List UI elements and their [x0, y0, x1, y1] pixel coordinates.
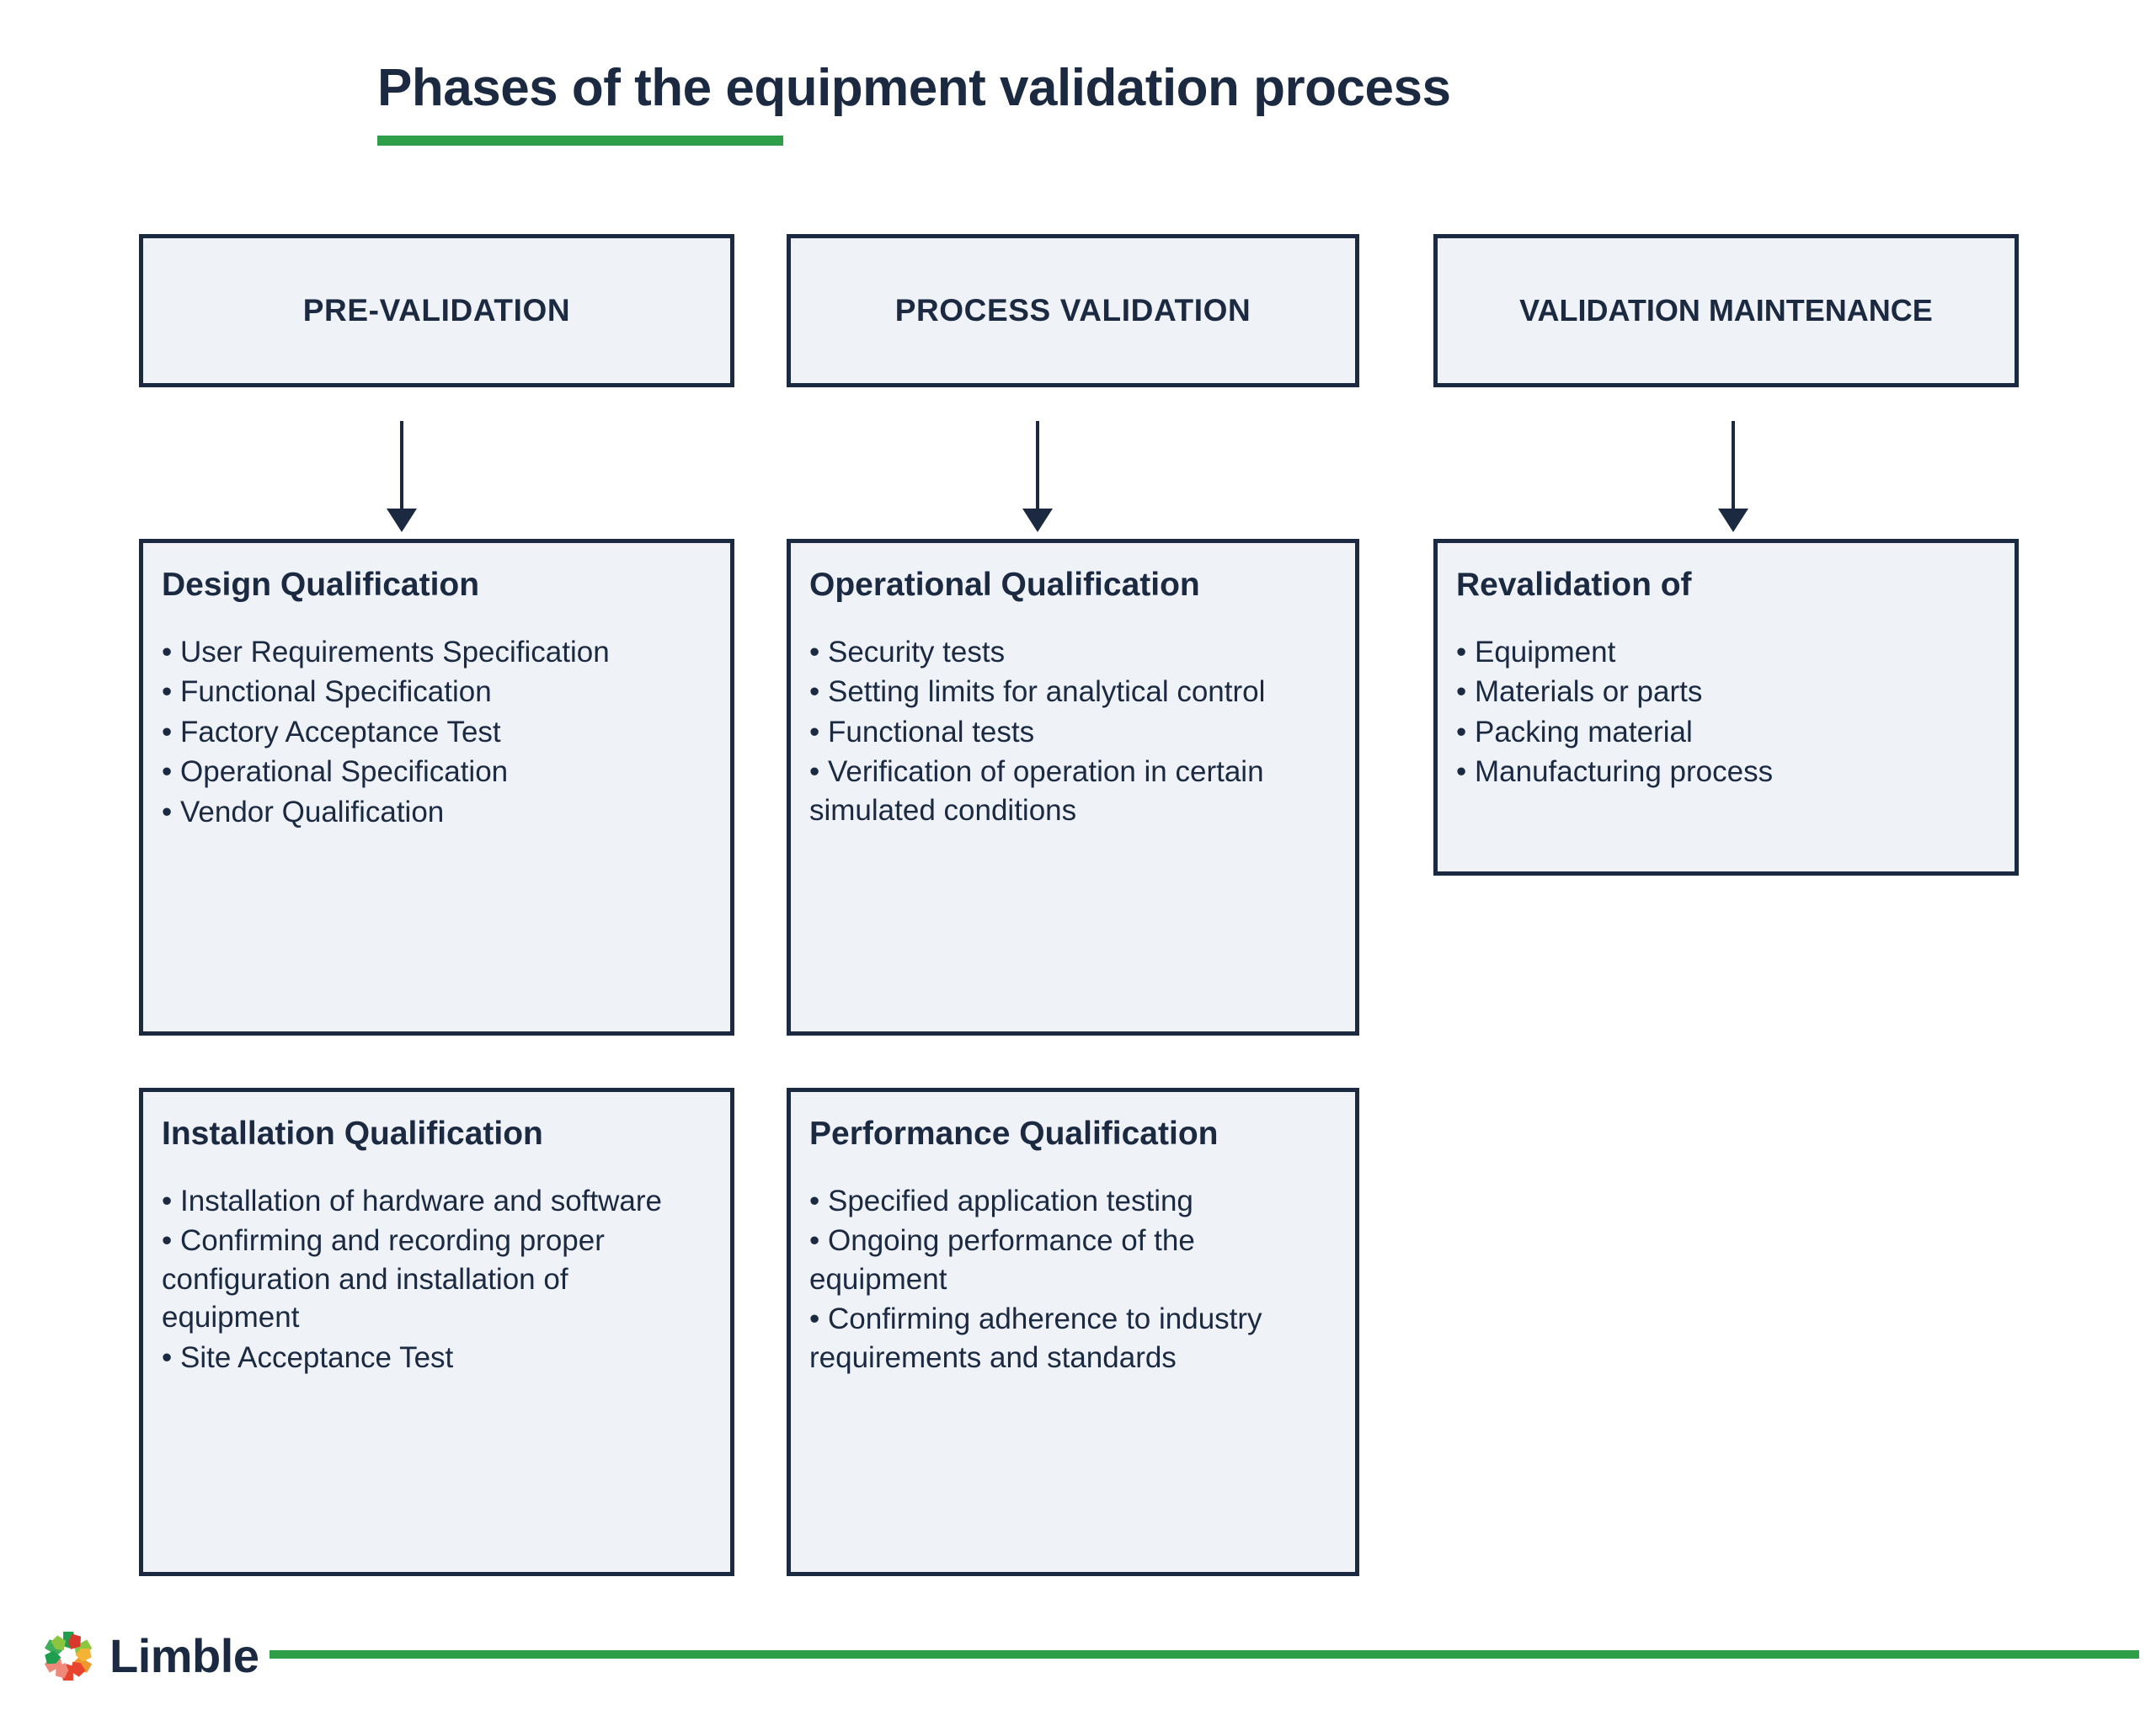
bullet-icon: • — [1456, 715, 1467, 748]
bullet-icon: • — [162, 715, 173, 748]
limble-gear-icon — [44, 1631, 93, 1681]
header-card-validation-maintenance[interactable]: VALIDATION MAINTENANCE — [1433, 234, 2026, 395]
bullet-icon: • — [162, 1184, 173, 1217]
list-item-text: Functional Specification — [180, 675, 492, 709]
bullet-icon: • — [162, 795, 173, 828]
content-card-design-qualification[interactable]: Design Qualification • User Requirements… — [139, 539, 742, 1043]
bullet-list-design-qualification: • User Requirements Specification • Func… — [162, 633, 712, 832]
arrow-connector-pre-validation — [387, 421, 417, 532]
bullet-icon: • — [809, 1224, 820, 1258]
list-item-text: Security tests — [828, 635, 1006, 669]
list-item: • User Requirements Specification — [162, 633, 712, 672]
list-item: • Installation of hardware and software — [162, 1182, 712, 1221]
bullet-icon: • — [1456, 755, 1467, 789]
content-card-revalidation[interactable]: Revalidation of • Equipment • Materials … — [1433, 539, 2026, 883]
card-title: Design Qualification — [162, 567, 480, 603]
list-item: • Confirming and recording proper config… — [162, 1222, 712, 1337]
bullet-icon: • — [1456, 635, 1467, 669]
list-item: • Setting limits for analytical control — [809, 673, 1337, 711]
list-item-text: Specified application testing — [828, 1184, 1193, 1217]
list-item: • Functional tests — [809, 713, 1337, 752]
list-item-text: Verification of operation in certain sim… — [809, 755, 1264, 827]
list-item: • Verification of operation in certain s… — [809, 753, 1337, 829]
footer: Limble — [0, 1617, 2156, 1726]
list-item-text: Confirming and recording proper configur… — [162, 1224, 605, 1334]
arrow-connector-process-validation — [1022, 421, 1053, 532]
list-item: • Security tests — [809, 633, 1337, 672]
list-item-text: Packing material — [1475, 715, 1693, 748]
list-item-text: Operational Specification — [180, 755, 509, 789]
list-item: • Operational Specification — [162, 753, 712, 791]
card-title: Operational Qualification — [809, 567, 1200, 603]
card-title: Revalidation of — [1456, 567, 1692, 603]
list-item: • Vendor Qualification — [162, 793, 712, 832]
bullet-icon: • — [809, 1302, 820, 1336]
header-card-process-validation[interactable]: PROCESS VALIDATION — [787, 234, 1367, 395]
list-item-text: Site Acceptance Test — [180, 1340, 454, 1374]
header-label: PRE-VALIDATION — [302, 293, 571, 328]
page-title: Phases of the equipment validation proce… — [377, 59, 1451, 117]
bullet-icon: • — [162, 755, 173, 789]
header-label: VALIDATION MAINTENANCE — [1519, 293, 1933, 328]
list-item: • Manufacturing process — [1456, 753, 1996, 791]
brand-name: Limble — [109, 1629, 259, 1682]
footer-rule — [270, 1650, 2139, 1659]
arrow-connector-validation-maintenance — [1718, 421, 1748, 532]
list-item-text: Installation of hardware and software — [180, 1184, 662, 1217]
content-card-installation-qualification[interactable]: Installation Qualification • Installatio… — [139, 1088, 742, 1584]
list-item-text: Equipment — [1475, 635, 1616, 669]
bullet-icon: • — [1456, 675, 1467, 709]
content-card-performance-qualification[interactable]: Performance Qualification • Specified ap… — [787, 1088, 1367, 1584]
bullet-icon: • — [162, 1224, 173, 1258]
header-card-pre-validation[interactable]: PRE-VALIDATION — [139, 234, 742, 395]
bullet-icon: • — [162, 1340, 173, 1374]
bullet-icon: • — [809, 1184, 820, 1217]
list-item: • Packing material — [1456, 713, 1996, 752]
bullet-list-performance-qualification: • Specified application testing • Ongoin… — [809, 1182, 1337, 1377]
list-item-text: Manufacturing process — [1475, 755, 1774, 789]
bullet-icon: • — [809, 635, 820, 669]
bullet-list-operational-qualification: • Security tests • Setting limits for an… — [809, 633, 1337, 830]
bullet-icon: • — [162, 635, 173, 669]
list-item-text: Setting limits for analytical control — [828, 675, 1266, 709]
list-item: • Equipment — [1456, 633, 1996, 672]
brand-logo[interactable]: Limble — [40, 1628, 259, 1684]
content-card-operational-qualification[interactable]: Operational Qualification • Security tes… — [787, 539, 1367, 1043]
list-item: • Functional Specification — [162, 673, 712, 711]
bullet-list-revalidation: • Equipment • Materials or parts • Packi… — [1456, 633, 1996, 791]
list-item-text: Confirming adherence to industry require… — [809, 1302, 1262, 1374]
list-item: • Confirming adherence to industry requi… — [809, 1300, 1337, 1377]
title-block: Phases of the equipment validation proce… — [377, 61, 1809, 146]
list-item-text: Functional tests — [828, 715, 1035, 748]
bullet-icon: • — [809, 715, 820, 748]
header-label: PROCESS VALIDATION — [894, 293, 1251, 328]
bullet-icon: • — [809, 675, 820, 709]
title-underline-rule — [377, 136, 783, 146]
list-item: • Ongoing performance of the equipment — [809, 1222, 1337, 1298]
bullet-icon: • — [809, 755, 820, 789]
card-title: Installation Qualification — [162, 1116, 543, 1152]
list-item: • Specified application testing — [809, 1182, 1337, 1221]
list-item-text: Factory Acceptance Test — [180, 715, 501, 748]
card-title: Performance Qualification — [809, 1116, 1219, 1152]
list-item-text: Vendor Qualification — [180, 795, 445, 828]
list-item: • Materials or parts — [1456, 673, 1996, 711]
list-item-text: User Requirements Specification — [180, 635, 610, 669]
list-item-text: Ongoing performance of the equipment — [809, 1224, 1195, 1296]
bullet-icon: • — [162, 675, 173, 709]
bullet-list-installation-qualification: • Installation of hardware and software … — [162, 1182, 712, 1377]
list-item: • Factory Acceptance Test — [162, 713, 712, 752]
list-item: • Site Acceptance Test — [162, 1339, 712, 1377]
list-item-text: Materials or parts — [1475, 675, 1703, 709]
